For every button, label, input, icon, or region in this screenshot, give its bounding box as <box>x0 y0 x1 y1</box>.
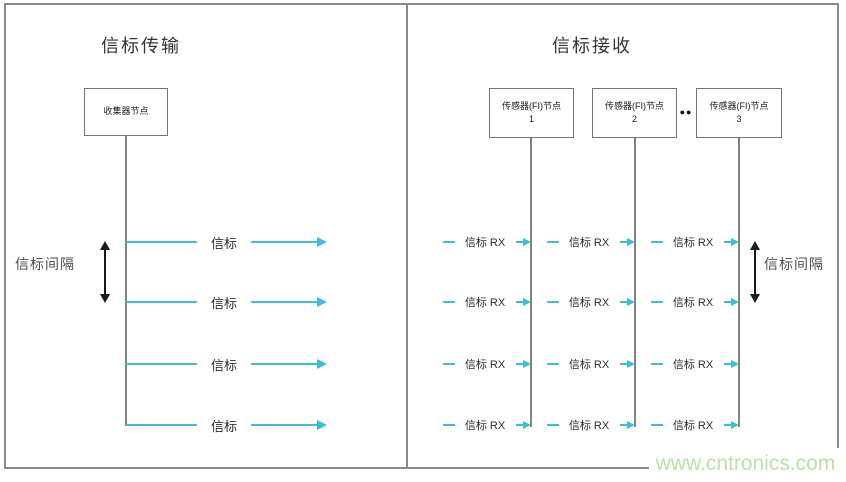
rx-label-2-1: 信标 RX <box>568 237 610 249</box>
rx-arrowhead-icon-2-1 <box>627 238 635 246</box>
sensor-node-1-number: 1 <box>528 114 534 124</box>
beacon-line-3 <box>126 363 197 365</box>
sensor-1-timeline <box>530 138 532 427</box>
right-interval-arrow-line <box>754 249 756 295</box>
rx-arrowhead-icon-3-2 <box>731 298 739 306</box>
rx-dash-3-4 <box>651 424 663 426</box>
rx-label-3-2: 信标 RX <box>672 297 714 309</box>
rx-dash-1-3 <box>443 363 455 365</box>
watermark-text: www.cntronics.com <box>655 451 836 475</box>
rx-arrow-line-2-1 <box>620 241 628 243</box>
beacon-arrowhead-icon-4 <box>317 420 327 430</box>
collector-node-box: 收集器节点 <box>84 88 168 136</box>
rx-arrow-line-3-2 <box>724 301 732 303</box>
sensor-node-2-label: 传感器(FI)节点 <box>605 100 664 111</box>
collector-node-label: 收集器节点 <box>103 106 149 117</box>
rx-arrowhead-icon-3-4 <box>731 421 739 429</box>
left-interval-arrow-line <box>104 249 106 295</box>
rx-arrowhead-icon-1-1 <box>523 238 531 246</box>
rx-label-2-2: 信标 RX <box>568 297 610 309</box>
left-interval-arrow-down-icon <box>100 294 110 303</box>
beacon-label-2: 信标 <box>210 296 237 311</box>
beacon-line-2 <box>126 301 197 303</box>
rx-arrowhead-icon-3-1 <box>731 238 739 246</box>
sensor-node-box-3: 传感器(FI)节点 3 <box>696 88 782 138</box>
right-panel-title: 信标接收 <box>552 36 632 56</box>
rx-arrow-line-1-2 <box>516 301 524 303</box>
collector-timeline <box>125 135 127 426</box>
rx-arrowhead-icon-1-3 <box>523 360 531 368</box>
rx-arrow-line-2-4 <box>620 424 628 426</box>
rx-label-3-1: 信标 RX <box>672 237 714 249</box>
rx-arrow-line-3-4 <box>724 424 732 426</box>
rx-arrow-line-1-4 <box>516 424 524 426</box>
sensor-node-2-number: 2 <box>631 114 637 124</box>
sensor-node-3-number: 3 <box>736 114 742 124</box>
right-interval-arrow-up-icon <box>750 241 760 250</box>
beacon-arrowhead-icon-2 <box>317 297 327 307</box>
ellipsis-dots-icon: ●● <box>679 107 693 117</box>
panel-divider <box>406 3 408 469</box>
left-panel-title: 信标传输 <box>101 36 181 56</box>
diagram-border <box>4 3 839 469</box>
rx-label-3-4: 信标 RX <box>672 420 714 432</box>
rx-label-3-3: 信标 RX <box>672 359 714 371</box>
rx-dash-1-1 <box>443 241 455 243</box>
rx-arrowhead-icon-2-2 <box>627 298 635 306</box>
rx-arrow-line-3-1 <box>724 241 732 243</box>
sensor-3-timeline <box>738 138 740 427</box>
right-interval-label: 信标间隔 <box>764 256 824 272</box>
rx-dash-1-2 <box>443 301 455 303</box>
rx-arrow-line-2-2 <box>620 301 628 303</box>
rx-arrowhead-icon-1-4 <box>523 421 531 429</box>
beacon-line-1 <box>126 241 197 243</box>
sensor-node-box-1: 传感器(FI)节点 1 <box>489 88 574 138</box>
rx-arrowhead-icon-2-3 <box>627 360 635 368</box>
beacon-arrow-line-3 <box>251 363 317 365</box>
beacon-line-4 <box>126 424 197 426</box>
rx-dash-1-4 <box>443 424 455 426</box>
sensor-node-3-label: 传感器(FI)节点 <box>709 100 769 111</box>
watermark-area: www.cntronics.com <box>649 448 842 479</box>
rx-label-1-4: 信标 RX <box>464 420 506 432</box>
rx-arrowhead-icon-2-4 <box>627 421 635 429</box>
rx-arrowhead-icon-3-3 <box>731 360 739 368</box>
rx-arrow-line-2-3 <box>620 363 628 365</box>
rx-arrow-line-3-3 <box>724 363 732 365</box>
beacon-label-3: 信标 <box>210 358 237 373</box>
rx-dash-2-3 <box>547 363 559 365</box>
rx-dash-3-2 <box>651 301 663 303</box>
rx-dash-3-3 <box>651 363 663 365</box>
beacon-label-1: 信标 <box>210 236 237 251</box>
right-interval-arrow-down-icon <box>750 294 760 303</box>
rx-arrow-line-1-3 <box>516 363 524 365</box>
sensor-node-1-label: 传感器(FI)节点 <box>502 100 561 111</box>
rx-label-2-4: 信标 RX <box>568 420 610 432</box>
rx-label-1-2: 信标 RX <box>464 297 506 309</box>
sensor-node-box-2: 传感器(FI)节点 2 <box>592 88 677 138</box>
beacon-arrow-line-1 <box>251 241 317 243</box>
rx-arrow-line-1-1 <box>516 241 524 243</box>
beacon-arrow-line-2 <box>251 301 317 303</box>
beacon-arrowhead-icon-3 <box>317 359 327 369</box>
rx-label-1-1: 信标 RX <box>464 237 506 249</box>
left-interval-label: 信标间隔 <box>15 256 75 272</box>
left-interval-arrow-up-icon <box>100 241 110 250</box>
beacon-arrowhead-icon-1 <box>317 237 327 247</box>
beacon-label-4: 信标 <box>210 419 237 434</box>
rx-dash-2-4 <box>547 424 559 426</box>
rx-dash-3-1 <box>651 241 663 243</box>
rx-label-1-3: 信标 RX <box>464 359 506 371</box>
rx-arrowhead-icon-1-2 <box>523 298 531 306</box>
rx-dash-2-1 <box>547 241 559 243</box>
rx-label-2-3: 信标 RX <box>568 359 610 371</box>
rx-dash-2-2 <box>547 301 559 303</box>
sensor-2-timeline <box>634 138 636 427</box>
beacon-arrow-line-4 <box>251 424 317 426</box>
